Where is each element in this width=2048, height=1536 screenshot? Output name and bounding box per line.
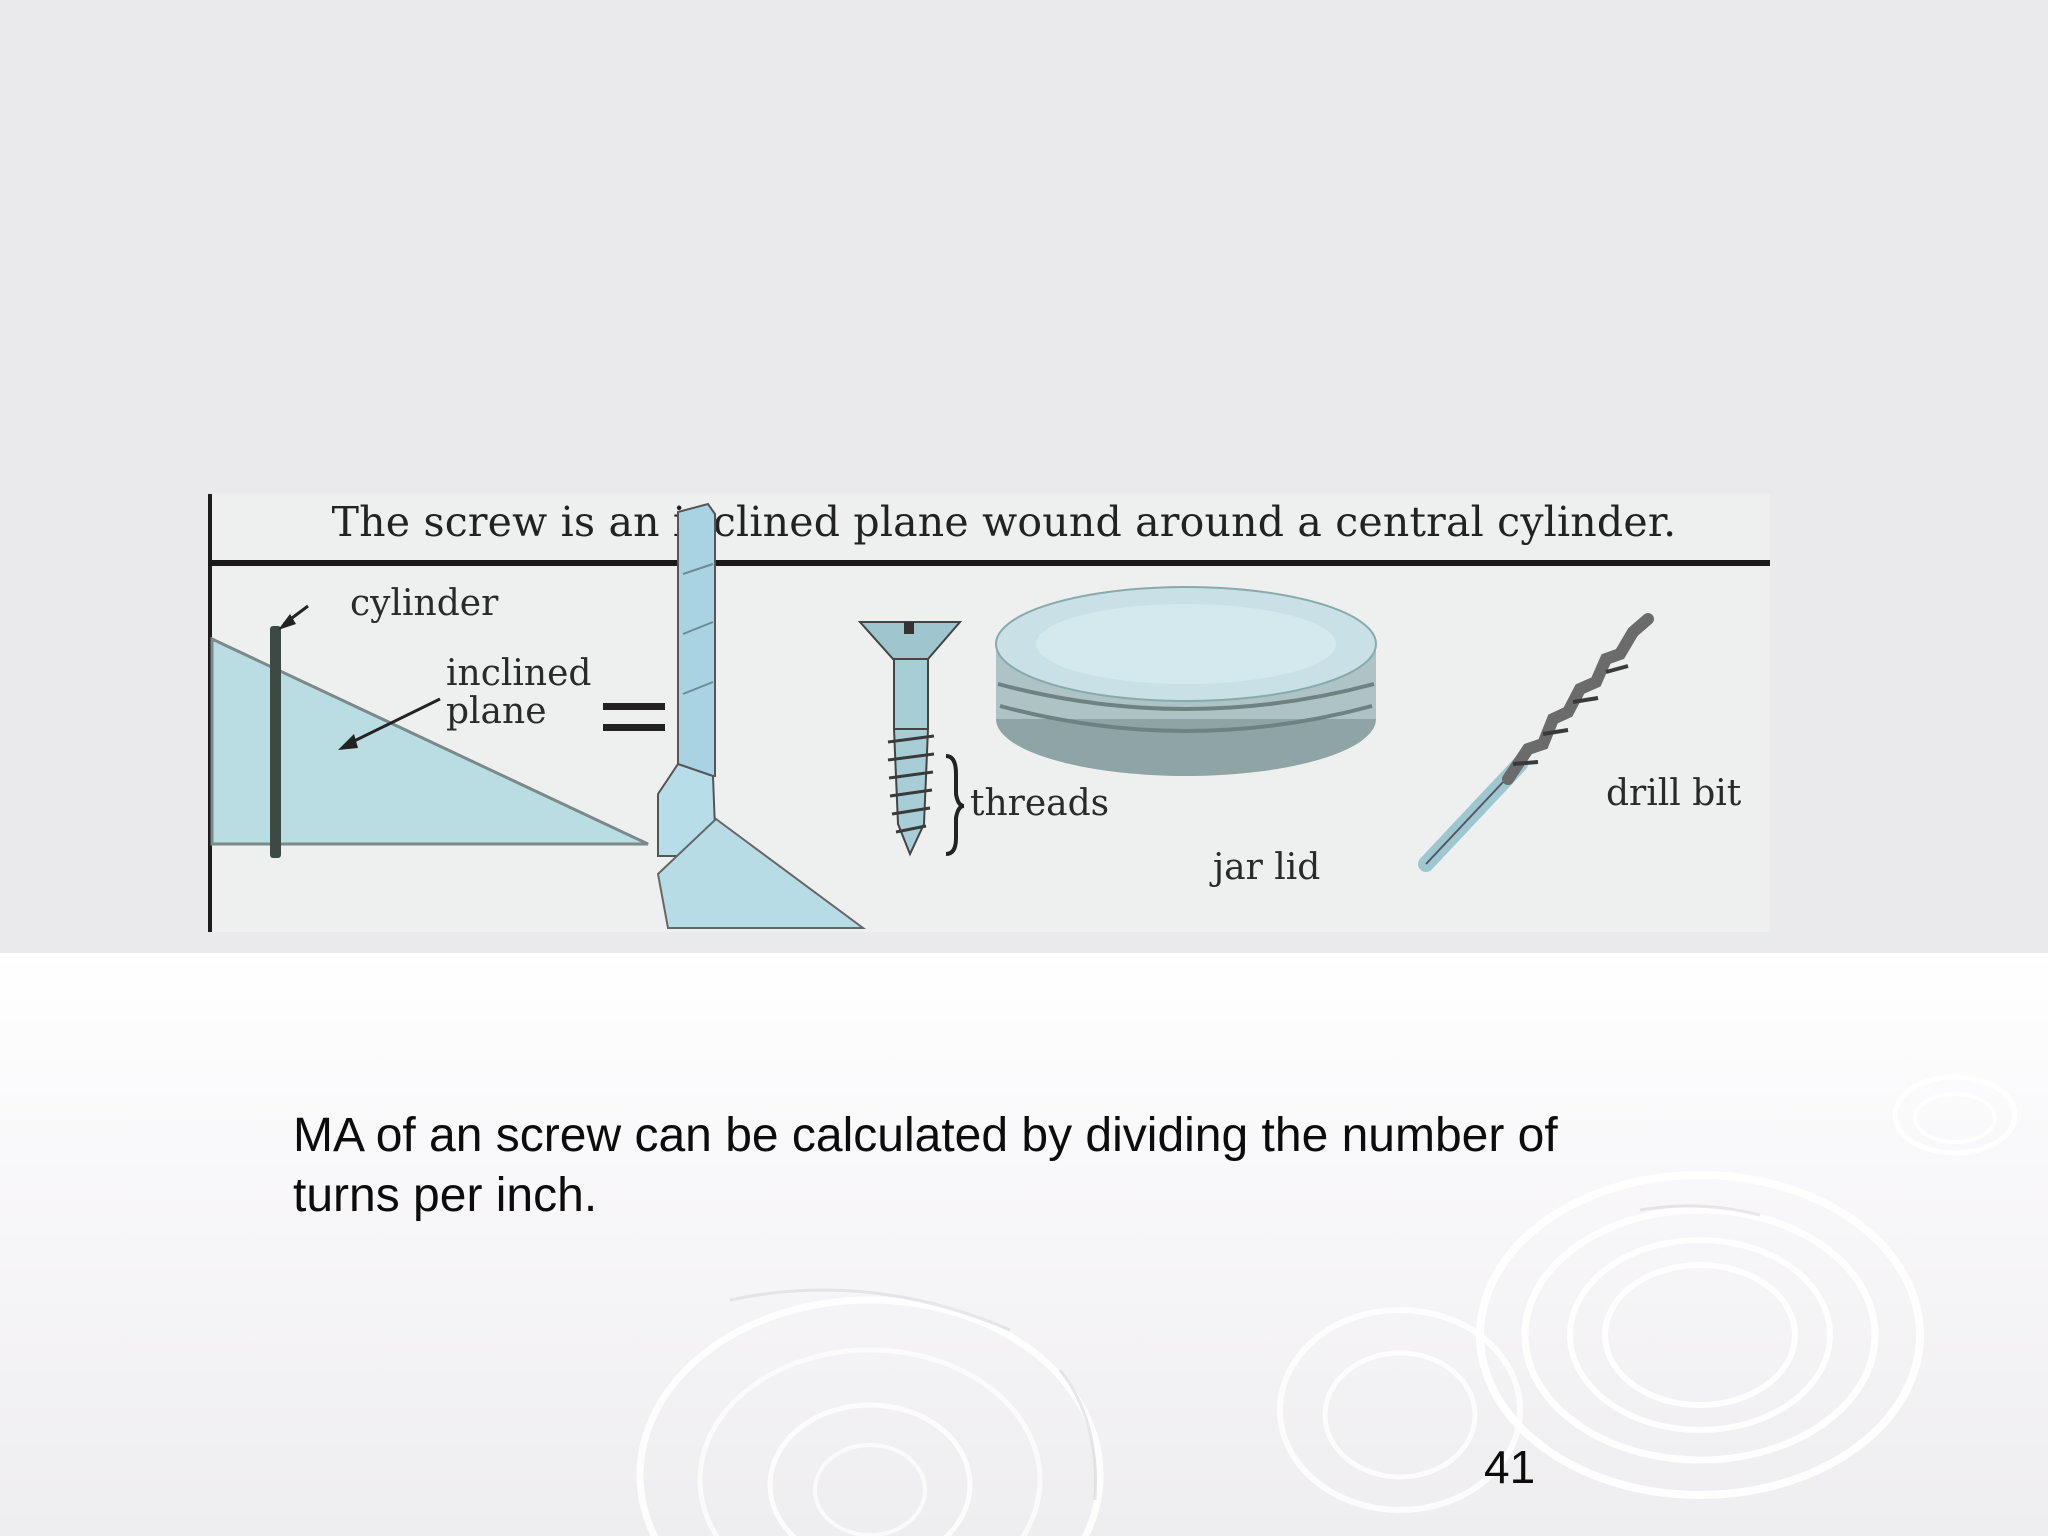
label-threads: threads xyxy=(970,783,1110,824)
figure-left-rule xyxy=(208,494,212,932)
label-inclined: inclined xyxy=(446,653,592,694)
body-paragraph: MA of an screw can be calculated by divi… xyxy=(293,1106,1713,1226)
slide-lower-area xyxy=(0,953,2048,1536)
label-jar-lid: jar lid xyxy=(1213,847,1321,888)
drill-bit-drawing xyxy=(1418,613,1654,872)
wrapped-plane-drawing xyxy=(656,502,867,929)
label-drill-bit: drill bit xyxy=(1606,773,1742,814)
jar-lid-drawing xyxy=(995,586,1377,776)
figure-caption-divider xyxy=(208,560,1770,566)
body-line-2: turns per inch. xyxy=(293,1169,598,1222)
inclined-plane-drawing xyxy=(210,604,665,858)
figure-caption: The screw is an inclined plane wound aro… xyxy=(331,498,1677,546)
body-line-1: MA of an screw can be calculated by divi… xyxy=(293,1109,1558,1162)
page-number: 41 xyxy=(1484,1441,1536,1493)
screw-illustration xyxy=(210,502,1654,929)
screw-figure: The screw is an inclined plane wound aro… xyxy=(208,494,1770,932)
screw-drawing xyxy=(857,621,965,857)
label-plane: plane xyxy=(446,691,547,732)
label-cylinder: cylinder xyxy=(350,583,499,624)
